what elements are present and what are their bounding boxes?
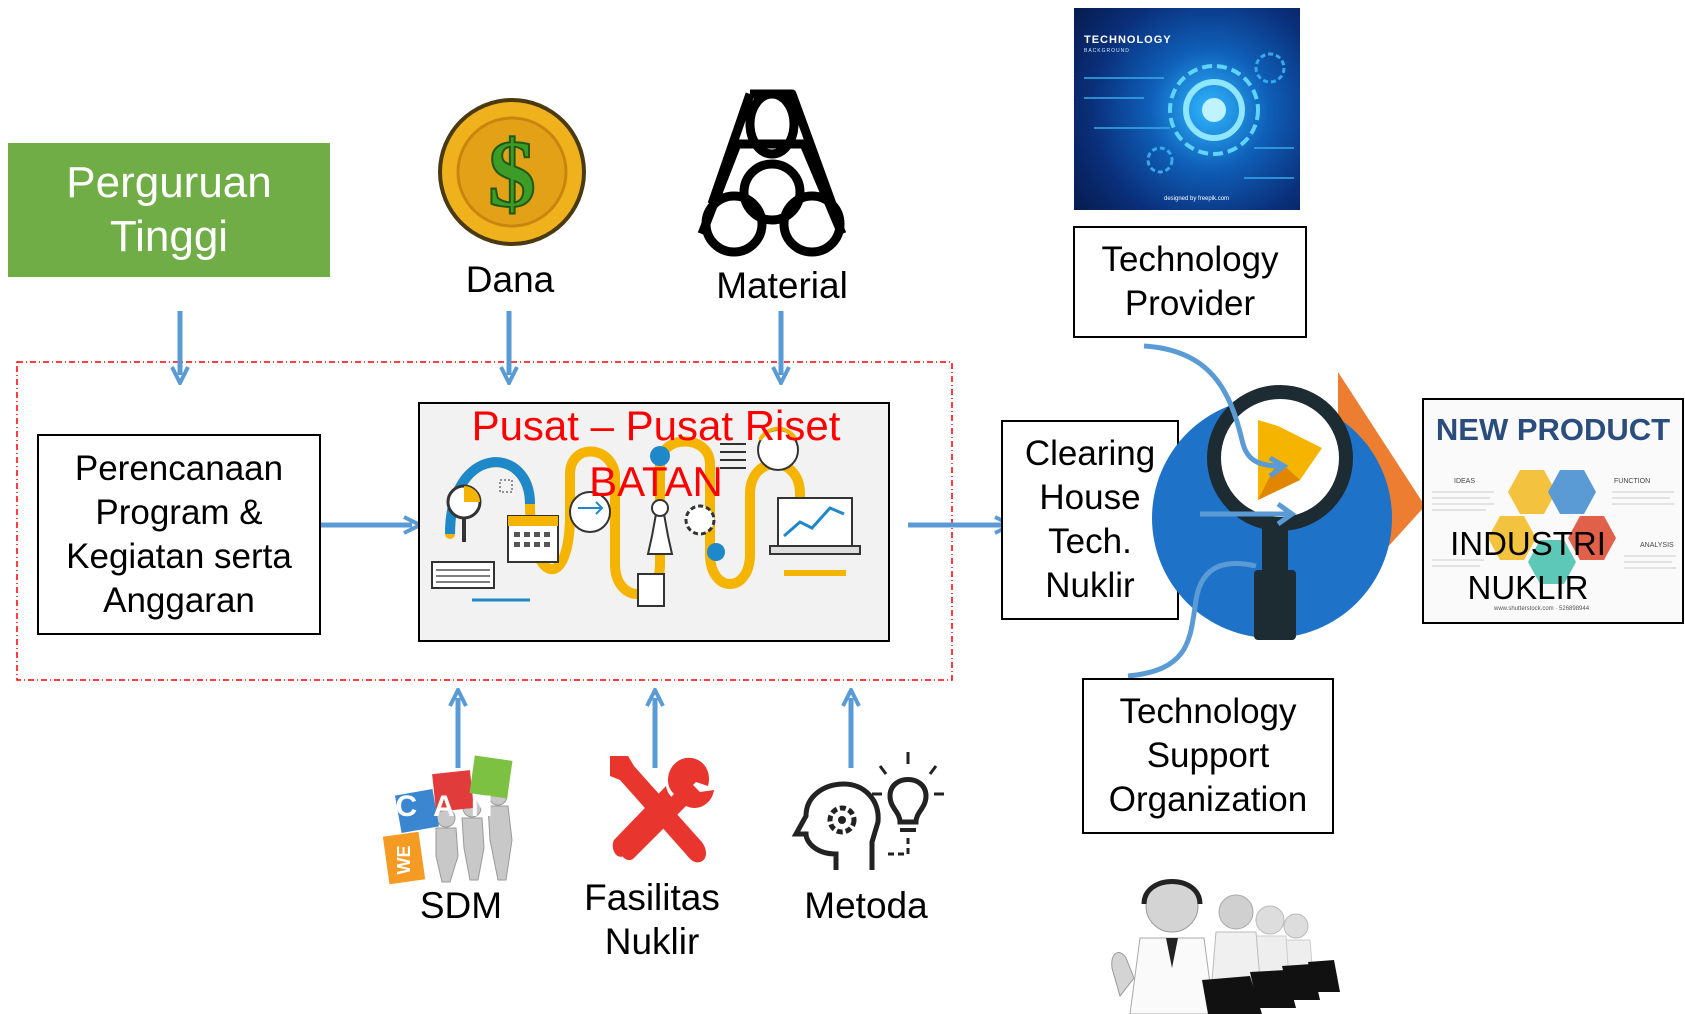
dana-label: Dana bbox=[465, 259, 555, 300]
tech-bg-credit: designed by freepik.com bbox=[1164, 196, 1230, 202]
tech-bg-title: TECHNOLOGY bbox=[1084, 34, 1172, 46]
dollar-sign: $ bbox=[488, 120, 536, 227]
gear-icon bbox=[1084, 52, 1294, 179]
new-product-image: NEW PRODUCT IDEAS FUNCTION ANALYSIS www.… bbox=[1422, 398, 1684, 624]
industri-nuklir-label: INDUSTRI NUKLIR bbox=[1450, 525, 1606, 606]
tso-label: Technology Support Organization bbox=[1108, 692, 1308, 819]
magnifier-funnel-graphic bbox=[1127, 343, 1425, 679]
call-center-agents-icon bbox=[1111, 879, 1340, 1014]
tech-bg-subtitle: BACKGROUND bbox=[1084, 48, 1130, 54]
we-text: WE bbox=[394, 846, 414, 875]
pipes-material-icon bbox=[697, 89, 847, 257]
technology-provider-box: Technology Provider bbox=[1073, 226, 1307, 338]
tso-box: Technology Support Organization bbox=[1082, 678, 1334, 834]
np-ideas: IDEAS bbox=[1454, 478, 1476, 485]
dollar-coin-icon: $ bbox=[438, 98, 586, 246]
perguruan-tinggi-label: Perguruan Tinggi bbox=[66, 158, 272, 261]
new-product-title: NEW PRODUCT bbox=[1435, 412, 1671, 447]
hexagon-infographic bbox=[1432, 470, 1676, 584]
clearing-house-box: Clearing House Tech. Nuklir bbox=[1001, 420, 1179, 620]
metoda-label: Metoda bbox=[804, 885, 928, 926]
pusat-riset-box: Pusat – Pusat Riset BATAN bbox=[418, 402, 890, 642]
perguruan-tinggi-box: Perguruan Tinggi bbox=[8, 143, 330, 277]
research-process-illustration bbox=[431, 426, 861, 607]
head-lightbulb-icon bbox=[791, 752, 944, 870]
we-can-teamwork-icon: WE CAN bbox=[382, 755, 513, 885]
sdm-label: SDM bbox=[419, 885, 503, 926]
technology-provider-label: Technology Provider bbox=[1101, 240, 1279, 323]
fasilitas-label: Fasilitas Nuklir bbox=[584, 877, 720, 962]
pusat-dashed-frame bbox=[16, 361, 953, 681]
clearing-house-label: Clearing House Tech. Nuklir bbox=[1024, 434, 1156, 605]
np-analysis: ANALYSIS bbox=[1640, 542, 1674, 549]
technology-background-image: TECHNOLOGY BACKGROUND designed by freepi… bbox=[1074, 8, 1300, 210]
perencanaan-label: Perencanaan Program & Kegiatan serta Ang… bbox=[66, 448, 292, 620]
pusat-riset-title: Pusat – Pusat Riset BATAN bbox=[471, 402, 841, 505]
np-watermark: www.shutterstock.com · 526898944 bbox=[1494, 606, 1590, 612]
perencanaan-box: Perencanaan Program & Kegiatan serta Ang… bbox=[37, 434, 321, 635]
np-function: FUNCTION bbox=[1614, 478, 1651, 485]
can-text: CAN bbox=[396, 790, 509, 823]
wrench-screwdriver-icon bbox=[610, 756, 714, 863]
material-label: Material bbox=[716, 265, 848, 306]
